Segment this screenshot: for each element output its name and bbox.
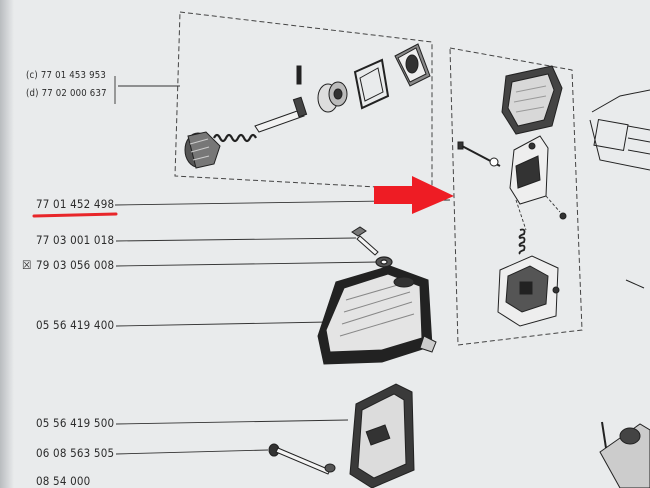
bushing-part (317, 81, 348, 113)
lower-pin (268, 443, 336, 475)
car-outline (589, 89, 650, 289)
dashed-group-box-right (449, 47, 583, 346)
lock-cylinder-assembly (184, 43, 431, 169)
part-number-p4: 77 03 001 018 (36, 233, 115, 247)
coil-spring-part (518, 228, 526, 255)
part-number-p8: 06 08 563 505 (36, 446, 115, 460)
leader-line-p7 (115, 419, 349, 425)
base-plate-part (497, 255, 560, 327)
part-number-c: (c) 77 01 453 953 (26, 70, 106, 81)
leader-line-p8 (115, 449, 269, 455)
red-arrow-icon (374, 176, 454, 214)
large-handle-housing (317, 265, 437, 365)
housing-part (501, 65, 563, 135)
highlight-underline (32, 212, 118, 218)
lower-bracket (349, 383, 415, 488)
spring-part (213, 133, 257, 143)
part-number-d: (d) 77 02 000 637 (26, 88, 107, 99)
triangular-ring-part (353, 58, 390, 110)
dashed-connector-2 (545, 195, 561, 213)
leader-line-p6 (115, 321, 329, 327)
part-number-p5: 79 03 056 008 (36, 258, 115, 272)
dashed-connector (515, 199, 527, 231)
bracket-part (509, 135, 549, 205)
hex-bolt (351, 226, 379, 256)
part-number-p9: 08 54 000 (36, 474, 91, 488)
part-number-p7: 05 56 419 500 (36, 416, 115, 430)
leader-line-p4 (115, 237, 357, 242)
page-edge-shadow (0, 0, 14, 488)
lock-washer (375, 256, 393, 268)
part-number-p6: 05 56 419 400 (36, 318, 115, 332)
bolt-part (457, 141, 501, 167)
checkbox-mark-icon: ☒ (22, 258, 32, 272)
rod-part (254, 65, 308, 133)
part-number-highlighted: 77 01 452 498 (36, 197, 115, 211)
knob-part (184, 131, 221, 169)
leader-line-p5 (115, 261, 379, 267)
door-handle-assembly (457, 65, 567, 327)
lower-right-fragment (599, 421, 650, 488)
leader-lines (114, 76, 561, 455)
small-washer (559, 212, 567, 220)
cover-part (394, 43, 431, 87)
